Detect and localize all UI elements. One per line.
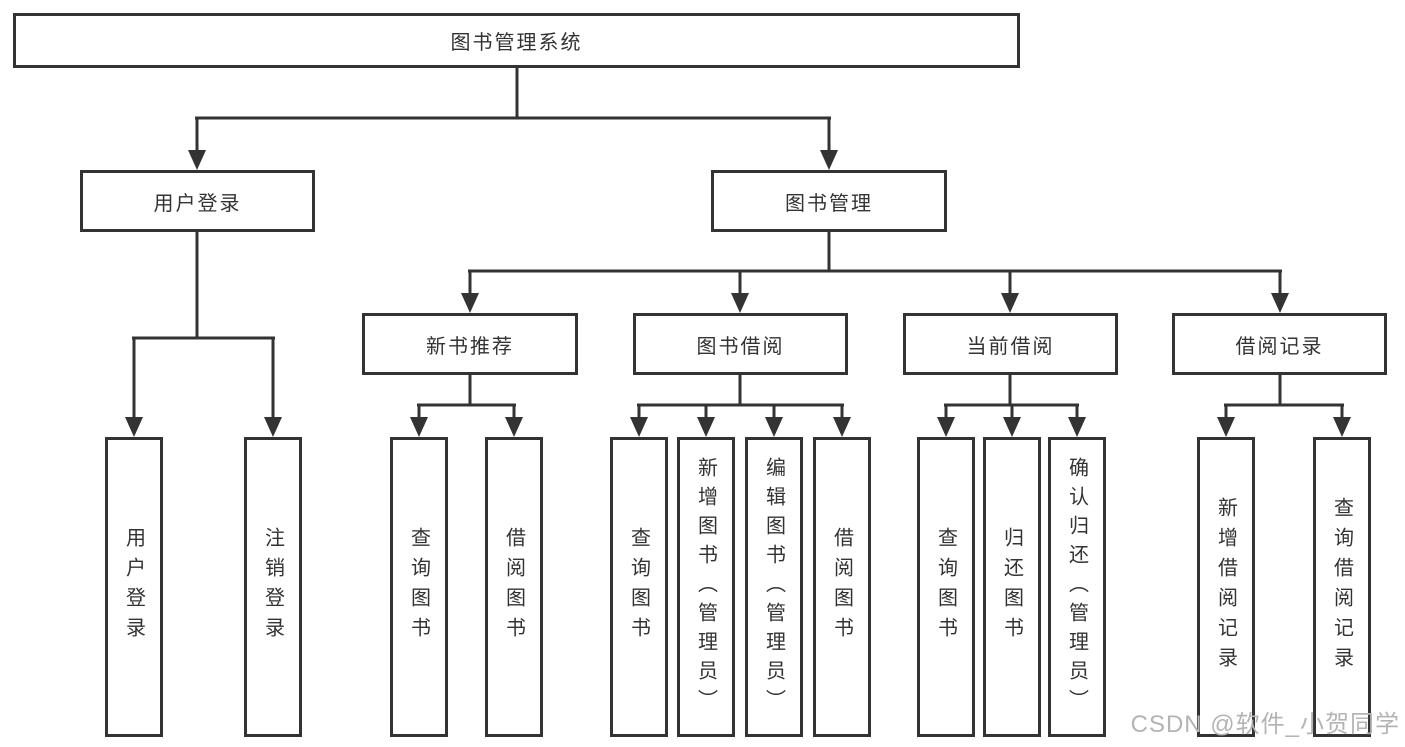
connector-borrow-record-leaves xyxy=(1217,375,1351,437)
node-borrow-record: 借阅记录 xyxy=(1172,313,1387,375)
leaf-query-books-current: 查询图书 xyxy=(917,437,975,737)
node-borrow-record-label: 借阅记录 xyxy=(1235,335,1324,358)
watermark-text: CSDN @软件_小贺同学 xyxy=(1130,711,1400,738)
leaf-user-login: 用户登录 xyxy=(105,437,163,737)
node-new-book-recommend-label: 新书推荐 xyxy=(426,335,514,358)
leaf-query-books-recommend: 查询图书 xyxy=(390,437,448,737)
connector-new-book-leaves xyxy=(410,375,523,437)
node-book-borrow: 图书借阅 xyxy=(633,313,848,375)
connector-book-borrow-leaves xyxy=(630,375,851,437)
leaf-borrow-books-recommend: 借阅图书 xyxy=(485,437,543,737)
leaf-borrow-books-borrow: 借阅图书 xyxy=(813,437,871,737)
node-book-management-label: 图书管理 xyxy=(785,192,873,215)
leaf-add-book-admin: 新增图书（管理员） xyxy=(677,437,735,737)
leaf-return-book: 归还图书 xyxy=(983,437,1041,737)
node-new-book-recommend: 新书推荐 xyxy=(362,313,578,375)
leaf-confirm-return-admin: 确认归还（管理员） xyxy=(1048,437,1106,737)
connector-root-branches xyxy=(188,68,838,170)
node-book-borrow-label: 图书借阅 xyxy=(696,335,785,358)
node-book-management: 图书管理 xyxy=(711,170,947,232)
node-user-login: 用户登录 xyxy=(80,170,315,232)
leaf-query-borrow-record: 查询借阅记录 xyxy=(1313,437,1371,737)
connector-current-borrow-leaves xyxy=(937,375,1086,437)
leaf-edit-book-admin: 编辑图书（管理员） xyxy=(745,437,803,737)
node-root: 图书管理系统 xyxy=(13,13,1020,68)
connector-user-login-leaves xyxy=(125,232,282,437)
leaf-logout: 注销登录 xyxy=(244,437,302,737)
connector-book-management-groups xyxy=(461,232,1289,313)
node-current-borrow: 当前借阅 xyxy=(903,313,1118,375)
node-root-label: 图书管理系统 xyxy=(450,32,583,54)
node-user-login-label: 用户登录 xyxy=(153,192,242,215)
leaf-query-books-borrow: 查询图书 xyxy=(610,437,668,737)
leaf-add-borrow-record: 新增借阅记录 xyxy=(1197,437,1255,737)
node-current-borrow-label: 当前借阅 xyxy=(966,335,1055,358)
